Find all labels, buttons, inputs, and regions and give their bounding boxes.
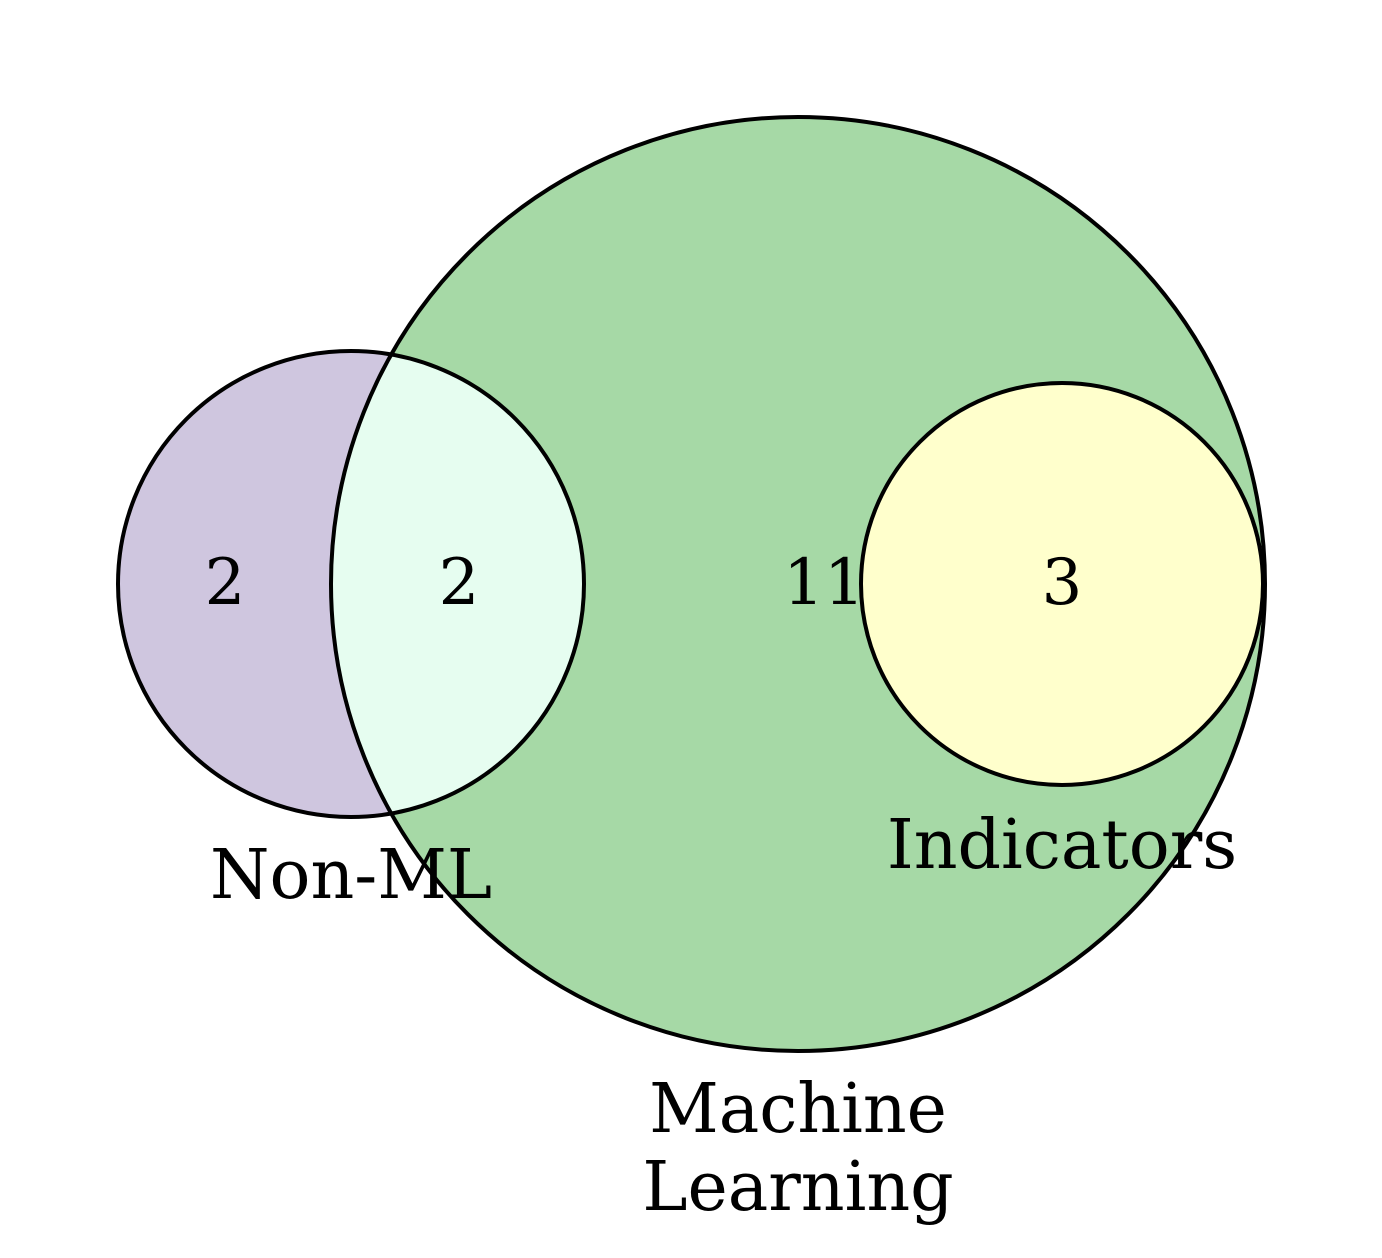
label-machine-learning-line2: Learning — [642, 1148, 953, 1227]
indicators-outline — [859, 381, 1265, 787]
machine-learning-circle — [331, 117, 1265, 1051]
count-non-ml-only: 2 — [205, 546, 246, 620]
label-machine-learning-line1: Machine — [649, 1070, 947, 1149]
count-non-ml-and-ml: 2 — [439, 546, 480, 620]
indicators-circle — [861, 383, 1263, 785]
non-ml-outline — [116, 349, 586, 819]
count-indicators: 3 — [1042, 546, 1083, 620]
label-non-ml: Non-ML — [210, 836, 492, 915]
count-ml-only: 11 — [783, 546, 864, 620]
label-indicators: Indicators — [887, 806, 1237, 885]
